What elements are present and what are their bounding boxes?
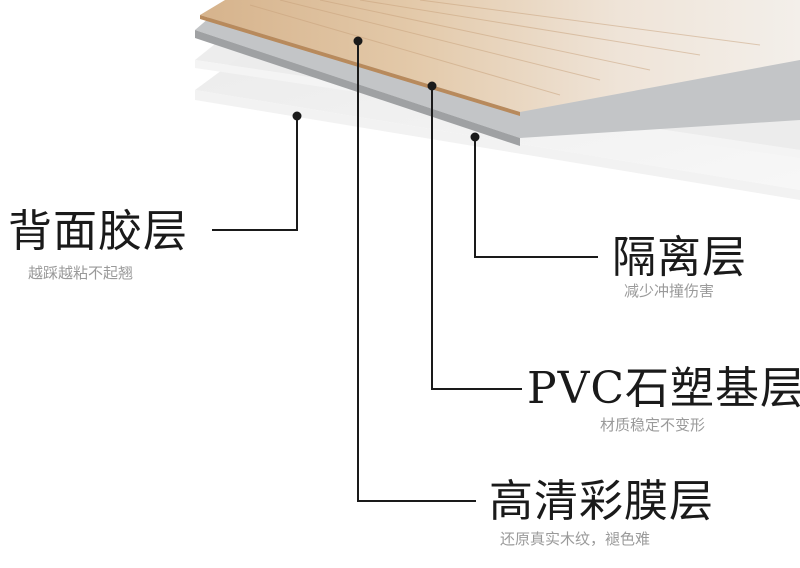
leader-backing <box>212 111 302 231</box>
pvc-layer-subtitle: 材质稳定不变形 <box>600 416 706 434</box>
film-layer-title: 高清彩膜层 <box>489 476 714 527</box>
isolation-layer-subtitle: 减少冲撞伤害 <box>624 282 715 300</box>
leader-pvc <box>427 81 522 390</box>
backing-layer-subtitle: 越踩越粘不起翘 <box>28 264 134 282</box>
isolation-layer-title: 隔离层 <box>612 232 747 283</box>
backing-layer-title: 背面胶层 <box>8 206 188 257</box>
leader-film <box>353 36 476 502</box>
pvc-layer-title: PVC石塑基层 <box>527 363 800 414</box>
leader-isolation <box>470 132 598 258</box>
film-layer-subtitle: 还原真实木纹，褪色难 <box>500 530 651 548</box>
wood-film-shape <box>200 0 800 116</box>
